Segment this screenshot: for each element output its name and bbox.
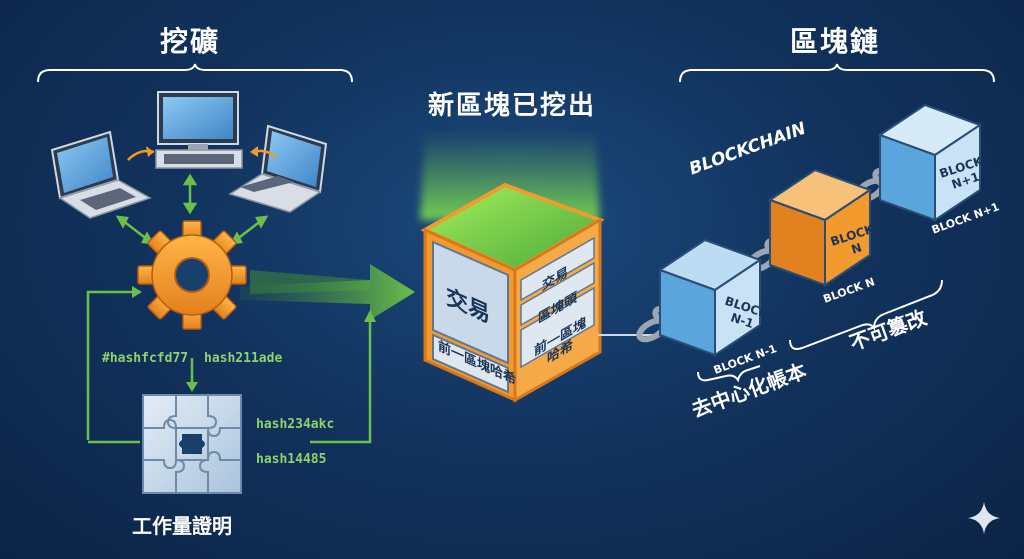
arrow-to-block (240, 264, 415, 320)
hash-label: hash14485 (256, 452, 327, 467)
hash-label: hash234akc (256, 417, 335, 432)
laptop-icon (228, 124, 328, 213)
hash-label: #hashfcfd77 (102, 351, 189, 366)
block-n (767, 168, 873, 287)
mining-title: 挖礦 (160, 25, 221, 58)
gear-icon (137, 220, 247, 330)
mining-bracket (37, 63, 353, 83)
new-block-title: 新區塊已挖出 (428, 91, 597, 121)
blockchain-chain (636, 103, 983, 383)
blockchain-bracket (679, 63, 995, 83)
sparkle-icon (968, 502, 1000, 534)
proof-of-work-label: 工作量證明 (132, 514, 232, 538)
puzzle-icon (142, 394, 242, 494)
new-block-cube (420, 130, 605, 403)
blockchain-title: 區塊鏈 (790, 25, 881, 58)
hash-label: hash211ade (204, 351, 283, 366)
block-n-plus-1 (877, 103, 983, 222)
desktop-icon (155, 91, 243, 169)
laptop-icon (50, 130, 152, 219)
block-n-minus-1 (657, 238, 763, 357)
proof-loop (86, 286, 376, 444)
